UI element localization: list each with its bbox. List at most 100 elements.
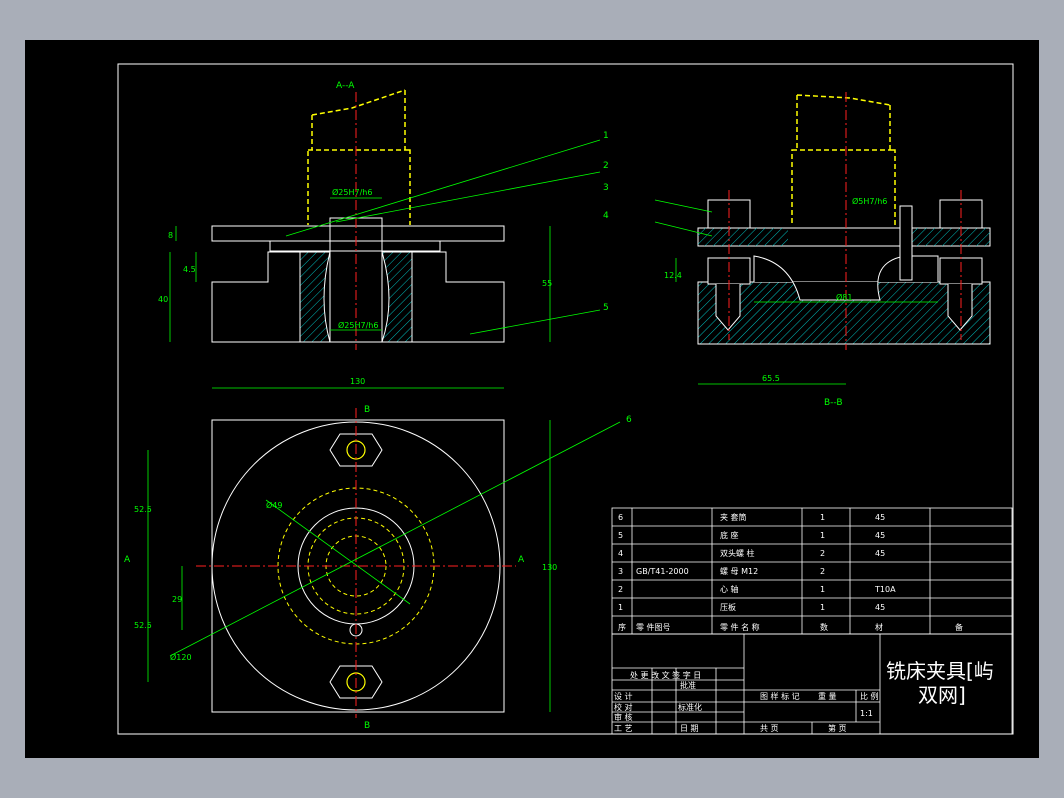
drawing-title-line1: 铣床夹具[屿 xyxy=(886,659,994,683)
parts-cell-material: 45 xyxy=(875,531,885,540)
parts-cell-material: 45 xyxy=(875,549,885,558)
parts-cell-qty: 1 xyxy=(820,603,825,612)
dim-65-5: 65.5 xyxy=(762,374,780,383)
parts-cell-qty: 1 xyxy=(820,585,825,594)
parts-cell-no: 1 xyxy=(618,603,623,612)
parts-cell-name: 压板 xyxy=(720,602,736,612)
dim-120: Ø120 xyxy=(170,652,192,662)
locating-pin xyxy=(899,205,913,281)
parts-table xyxy=(611,507,1013,635)
title-block xyxy=(611,633,1013,735)
dim-29: 29 xyxy=(172,595,182,604)
standard-label: 标准化 xyxy=(678,702,702,712)
stud-left xyxy=(715,284,741,331)
parts-cell-qty: 1 xyxy=(820,513,825,522)
dim-130-top: 130 xyxy=(350,377,365,386)
section-aa-view: A--A Ø25H7/h6 Ø25H7/h6 8 4.5 40 55 xyxy=(158,81,601,350)
parts-cell-qty: 2 xyxy=(820,567,825,576)
dim-line-49 xyxy=(265,499,411,605)
callout-4: 4 xyxy=(603,211,609,221)
parts-header-name: 零 件 名 称 xyxy=(720,622,760,632)
date-label: 日 期 xyxy=(680,724,699,733)
parts-cell-material: 45 xyxy=(875,603,885,612)
bushing-outline xyxy=(307,89,411,225)
base-cavity xyxy=(753,255,939,301)
approve-label: 批准 xyxy=(680,680,696,690)
leader-5 xyxy=(469,309,601,335)
hex-nut-bottom xyxy=(329,665,383,699)
parts-cell-material: T10A xyxy=(874,585,896,594)
plate-hatch-right xyxy=(900,228,990,246)
parts-header-note: 备 xyxy=(955,622,963,632)
section-bb-view: Ø5H7/h6 12.4 Ø81 65.5 B--B xyxy=(654,92,991,408)
parts-cell-no: 4 xyxy=(618,549,623,558)
chart-label: 图 样 标 记 xyxy=(760,691,800,701)
dim-40: 40 xyxy=(158,295,168,304)
parts-cell-name: 螺 母 M12 xyxy=(720,566,758,576)
leader-4 xyxy=(654,221,713,237)
parts-cell-material: 45 xyxy=(875,513,885,522)
design-label: 设 计 xyxy=(614,691,633,701)
dim-49: Ø49 xyxy=(266,500,282,510)
dim-8: 8 xyxy=(168,231,173,240)
parts-header-qty: 数 xyxy=(820,622,828,632)
dim-81: Ø81 xyxy=(836,292,852,302)
dim-fit-top-aa: Ø25H7/h6 xyxy=(332,187,372,197)
callout-6: 6 xyxy=(626,415,632,425)
marker-b-bottom: B xyxy=(364,721,370,731)
dim-130-right: 130 xyxy=(542,563,557,572)
dim-55: 55 xyxy=(542,279,552,288)
marker-b-top: B xyxy=(364,405,370,415)
leader-2 xyxy=(335,171,601,223)
review-label: 审 核 xyxy=(614,712,633,722)
callout-numbers: 1 2 3 4 5 6 xyxy=(603,131,632,425)
callout-5: 5 xyxy=(603,303,609,313)
section-aa-label: A--A xyxy=(336,81,355,91)
parts-cell-name: 夹 套筒 xyxy=(720,512,747,522)
dim-fit-bottom-aa: Ø25H7/h6 xyxy=(338,320,378,330)
parts-cell-name: 心 轴 xyxy=(720,584,739,594)
callout-1: 1 xyxy=(603,131,609,141)
canvas-background xyxy=(25,40,1039,758)
parts-cell-qty: 2 xyxy=(820,549,825,558)
scale-label: 比 例 xyxy=(860,691,879,701)
dim-12-4: 12.4 xyxy=(664,271,682,280)
drawing-frame xyxy=(117,63,1014,735)
base-hatch-right xyxy=(381,251,413,343)
dim-line-120 xyxy=(169,421,621,657)
parts-cell-no: 2 xyxy=(618,585,623,594)
parts-cell-name: 底 座 xyxy=(720,530,739,540)
dim-52-5-top: 52.5 xyxy=(134,505,152,514)
dim-52-5-bottom: 52.5 xyxy=(134,621,152,630)
plate-hatch-left xyxy=(698,228,788,246)
scale-value: 1:1 xyxy=(860,709,873,718)
marker-a-left: A xyxy=(124,555,131,565)
leader-3 xyxy=(654,199,713,213)
drawing-title-line2: 双网] xyxy=(918,683,966,707)
parts-header-code: 零 件图号 xyxy=(636,622,671,632)
leader-1 xyxy=(285,139,601,237)
sheet-no-label: 第 页 xyxy=(828,723,847,733)
weight-label: 重 量 xyxy=(818,691,837,701)
revision-row-label: 处 更 改 文 签 字 日 xyxy=(630,670,701,680)
hex-nut-top xyxy=(329,433,383,467)
process-label: 工 艺 xyxy=(614,724,633,733)
top-view: B B A A 130 130 52.5 52.5 29 Ø49 Ø120 xyxy=(124,377,621,731)
parts-header-no: 序 xyxy=(618,622,626,632)
bushing-outline-bb xyxy=(791,94,896,226)
parts-cell-no: 6 xyxy=(618,513,623,522)
callout-3: 3 xyxy=(603,183,609,193)
parts-cell-no: 5 xyxy=(618,531,623,540)
title-block-text: 处 更 改 文 签 字 日 设 计 校 对 审 核 工 艺 标准化 批准 日 期… xyxy=(614,659,994,733)
total-sheets-label: 共 页 xyxy=(760,724,779,733)
stud-right xyxy=(947,284,973,331)
check-label: 校 对 xyxy=(614,702,633,712)
section-bb-label: B--B xyxy=(824,398,843,408)
marker-a-right: A xyxy=(518,555,525,565)
callout-2: 2 xyxy=(603,161,609,171)
dim-fit-bb: Ø5H7/h6 xyxy=(852,196,887,206)
parts-header-material: 材 xyxy=(875,622,883,632)
parts-cell-no: 3 xyxy=(618,567,623,576)
